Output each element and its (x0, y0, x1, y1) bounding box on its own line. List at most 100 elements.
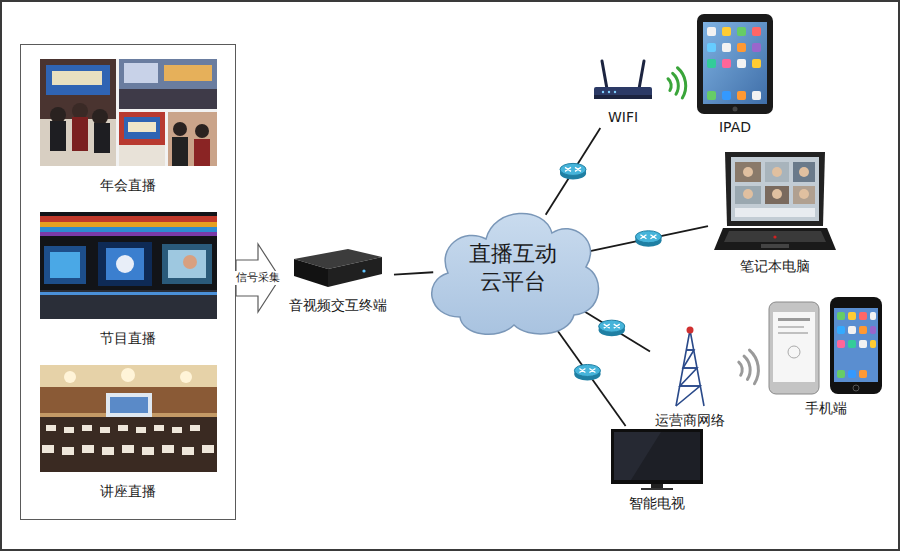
drawing-part (722, 91, 731, 100)
drawing-part (98, 242, 152, 286)
drawing-part (733, 106, 738, 111)
drawing-part (799, 167, 809, 177)
drawing-part (853, 385, 859, 391)
drawing-part (773, 312, 815, 382)
drawing-part (752, 43, 761, 52)
drawing-part (714, 228, 836, 250)
drawing-part (859, 340, 867, 348)
drawing-part (859, 312, 867, 320)
drawing-part (64, 427, 74, 433)
drawing-part (119, 89, 217, 109)
drawing-part (707, 27, 761, 100)
drawing-part (611, 429, 703, 484)
drawing-part (44, 246, 86, 284)
drawing-part (848, 370, 856, 378)
drawing-part (362, 269, 365, 272)
drawing-part (735, 208, 815, 217)
drawing-part (40, 59, 217, 166)
node-label: WIFI (608, 108, 638, 126)
drawing-part (172, 427, 182, 433)
drawing-part (737, 27, 746, 36)
drawing-part (294, 259, 328, 287)
drawing-part (788, 346, 800, 358)
drawing-part (328, 257, 382, 287)
drawing-part (834, 308, 878, 382)
event-photo (40, 365, 217, 472)
drawing-part (848, 340, 856, 348)
drawing-part (594, 87, 652, 99)
drawing-part (64, 371, 76, 383)
drawing-part (82, 425, 92, 431)
edge-label: 信号采集 (235, 271, 281, 285)
drawing-part (40, 417, 217, 472)
drawing-part (614, 432, 661, 480)
connector (589, 226, 708, 251)
drawing-part (602, 90, 604, 92)
drawing-part (722, 59, 731, 68)
carrier-tower-icon (670, 324, 710, 408)
drawing-part (594, 95, 652, 99)
drawing-part (40, 227, 217, 232)
drawing-part (162, 244, 212, 284)
cloud-platform: 直播互动 云平台 (420, 195, 605, 340)
signal-wave (677, 68, 685, 98)
drawing-part (168, 250, 206, 278)
drawing-part (639, 61, 644, 89)
drawing-part (614, 90, 616, 92)
drawing-part (40, 387, 217, 413)
drawing-part (100, 427, 110, 433)
connector (546, 128, 601, 215)
drawing-part (119, 112, 165, 166)
node-label: 运营商网络 (655, 411, 725, 429)
node-label: 智能电视 (629, 494, 685, 512)
drawing-part (40, 290, 217, 319)
drawing-part (778, 318, 810, 321)
drawing-part (778, 332, 808, 334)
network-line (589, 226, 708, 251)
signal-wave (749, 350, 758, 384)
drawing-part (731, 157, 819, 221)
connector (549, 319, 625, 426)
drawing-part (52, 71, 102, 85)
drawing-part (859, 370, 867, 378)
tablet-device: IPAD (690, 8, 780, 140)
drawing-part (50, 107, 66, 123)
drawing-part (676, 350, 700, 406)
drawing-part (830, 297, 882, 394)
drawing-part (124, 63, 158, 83)
drawing-part (92, 109, 108, 125)
drawing-part (183, 255, 197, 269)
drawing-part (128, 122, 156, 132)
drawing-part (102, 447, 114, 455)
cloud-shape (420, 195, 605, 340)
event-photo (40, 212, 217, 319)
drawing-part (697, 14, 773, 114)
drawing-part (707, 91, 716, 100)
drawing-part (72, 117, 88, 151)
connector (394, 272, 433, 274)
wifi-router: WIFI (586, 56, 660, 128)
drawing-part (799, 189, 809, 199)
drawing-part (42, 425, 214, 455)
drawing-part (62, 447, 74, 455)
drawing-part (752, 27, 761, 36)
drawing-part (769, 302, 819, 394)
edge-label-holder: 信号采集 (235, 271, 281, 285)
drawing-part (870, 340, 876, 348)
drawing-part (164, 65, 212, 81)
router-symbol (574, 364, 600, 376)
drawing-part (761, 244, 789, 248)
drawing-part (172, 137, 188, 166)
drawing-part (752, 59, 761, 68)
drawing-part (870, 326, 876, 334)
drawing-part (752, 91, 761, 100)
drawing-part (162, 445, 174, 453)
router-symbol (599, 320, 625, 332)
drawing-part (772, 189, 782, 199)
terminal-device-icon (290, 243, 386, 293)
drawing-part (119, 59, 217, 109)
drawing-part (42, 445, 54, 453)
signal-wave (668, 79, 671, 91)
drawing-part (837, 312, 845, 320)
